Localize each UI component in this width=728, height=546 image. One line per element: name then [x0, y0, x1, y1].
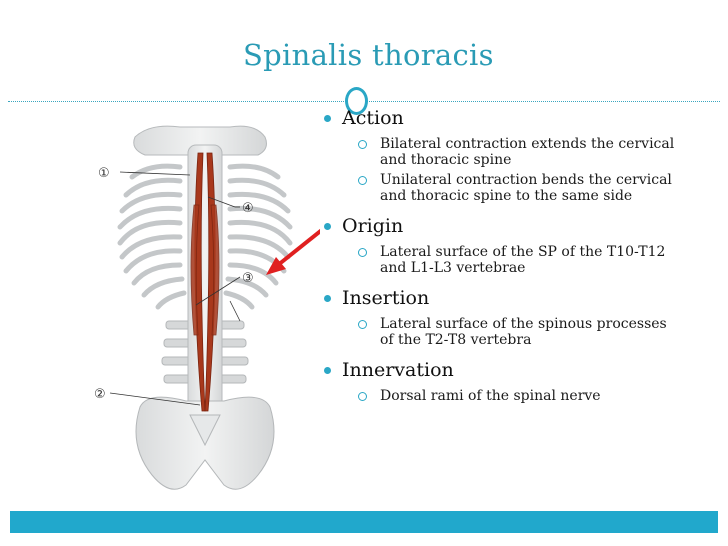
footer-bar — [10, 511, 718, 533]
bullet-ring-icon — [358, 176, 367, 185]
number-labels: ① ④ ③ ② — [94, 166, 254, 402]
section-innervation: Innervation Dorsal rami of the spinal ne… — [322, 358, 722, 404]
leader-lines — [109, 171, 241, 406]
content-list: Action Bilateral contraction extends the… — [322, 104, 722, 404]
rib-cage — [117, 163, 293, 310]
bullet-ring-icon — [358, 392, 367, 401]
heading-action: Action — [322, 106, 722, 130]
bullet-ring-icon — [358, 320, 367, 329]
slide-title: Spinalis thoracis — [243, 38, 494, 72]
spinalis-muscle — [190, 152, 220, 412]
heading-origin: Origin — [322, 214, 722, 238]
section-origin: Origin Lateral surface of the SP of the … — [322, 214, 722, 276]
shoulder-girdle — [133, 125, 267, 156]
bullet-dot-icon — [324, 295, 331, 302]
red-arrow — [266, 228, 320, 275]
bullet-dot-icon — [324, 223, 331, 230]
ring-ornament — [345, 87, 368, 115]
bullet-ring-icon — [358, 248, 367, 257]
bullet-dot-icon — [324, 367, 331, 374]
label-1: ① — [98, 166, 110, 181]
bullet-dot-icon — [324, 115, 331, 122]
label-3: ③ — [242, 271, 254, 286]
list-item: Lateral surface of the spinous processes… — [322, 316, 680, 348]
heading-insertion: Insertion — [322, 286, 722, 310]
list-item: Lateral surface of the SP of the T10-T12… — [322, 244, 680, 276]
section-insertion: Insertion Lateral surface of the spinous… — [322, 286, 722, 348]
bullet-ring-icon — [358, 140, 367, 149]
section-action: Action Bilateral contraction extends the… — [322, 106, 722, 204]
list-item: Unilateral contraction bends the cervica… — [322, 172, 700, 204]
list-item: Dorsal rami of the spinal nerve — [322, 388, 680, 404]
label-4: ④ — [242, 201, 254, 216]
label-2: ② — [94, 387, 106, 402]
heading-innervation: Innervation — [322, 358, 722, 382]
spine-illustration: ① ④ ③ ② — [94, 125, 320, 490]
lumbar-processes — [161, 320, 249, 384]
list-item: Bilateral contraction extends the cervic… — [322, 136, 680, 168]
